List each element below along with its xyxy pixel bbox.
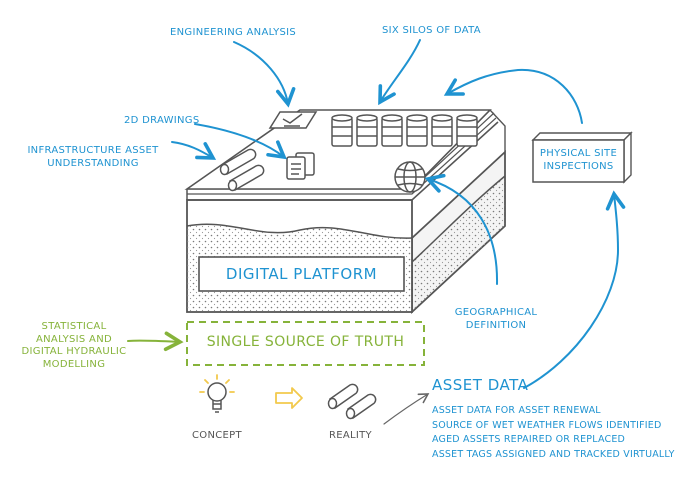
arrow-engineering: [233, 41, 296, 108]
label-engineering-analysis: ENGINEERING ANALYSIS: [170, 27, 297, 38]
globe-icon: [394, 161, 426, 193]
silo-6: [456, 114, 478, 147]
arrow-asset-to-physical: [523, 190, 626, 389]
silo-4: [406, 114, 428, 147]
silo-5: [431, 114, 453, 147]
asset-data-item: ASSET DATA FOR ASSET RENEWAL: [432, 405, 601, 416]
asset-data-list: ASSET DATA FOR ASSET RENEWAL SOURCE OF W…: [432, 404, 675, 462]
arrow-statistical: [127, 331, 184, 352]
reality-to-asset-arrow: [383, 393, 430, 425]
single-source-box: [186, 321, 425, 366]
reality-pipes-icon: [327, 383, 377, 420]
silo-2: [356, 114, 378, 147]
label-six-silos: SIX SILOS OF DATA: [382, 25, 481, 36]
concept-to-reality-arrow: [275, 387, 303, 409]
pipes-icon: [219, 148, 265, 192]
silo-3: [381, 114, 403, 147]
documents-icon: [286, 152, 315, 180]
label-infrastructure: INFRASTRUCTURE ASSET UNDERSTANDING: [27, 145, 159, 169]
asset-data-title: ASSET DATA: [432, 376, 529, 394]
data-silos: [331, 114, 478, 147]
label-single-source: SINGLE SOURCE OF TRUTH: [206, 334, 405, 350]
label-digital-platform: DIGITAL PLATFORM: [225, 265, 378, 283]
label-2d-drawings: 2D DRAWINGS: [124, 115, 200, 126]
lightbulb-icon: [199, 374, 235, 413]
arrow-infrastructure: [171, 141, 217, 160]
label-reality: REALITY: [329, 430, 372, 441]
asset-data-item: ASSET TAGS ASSIGNED AND TRACKED VIRTUALL…: [432, 448, 675, 460]
physical-site-box: [531, 131, 633, 184]
label-physical-site: PHYSICAL SITE INSPECTIONS: [539, 148, 618, 172]
label-statistical: STATISTICAL ANALYSIS AND DIGITAL HYDRAUL…: [21, 321, 127, 370]
asset-data-item: AGED ASSETS REPAIRED OR REPLACED: [432, 434, 626, 445]
silo-1: [331, 114, 353, 147]
label-concept: CONCEPT: [192, 430, 242, 441]
arrow-2d-drawings: [194, 123, 287, 160]
asset-data-item: SOURCE OF WET WEATHER FLOWS IDENTIFIED: [432, 419, 662, 431]
monitor-icon: [268, 111, 318, 129]
label-geographical: GEOGRAPHICAL DEFINITION: [454, 307, 538, 331]
arrow-geographical: [424, 173, 499, 285]
arrow-physical-to-silos: [443, 68, 583, 124]
arrow-six-silos: [378, 39, 421, 106]
